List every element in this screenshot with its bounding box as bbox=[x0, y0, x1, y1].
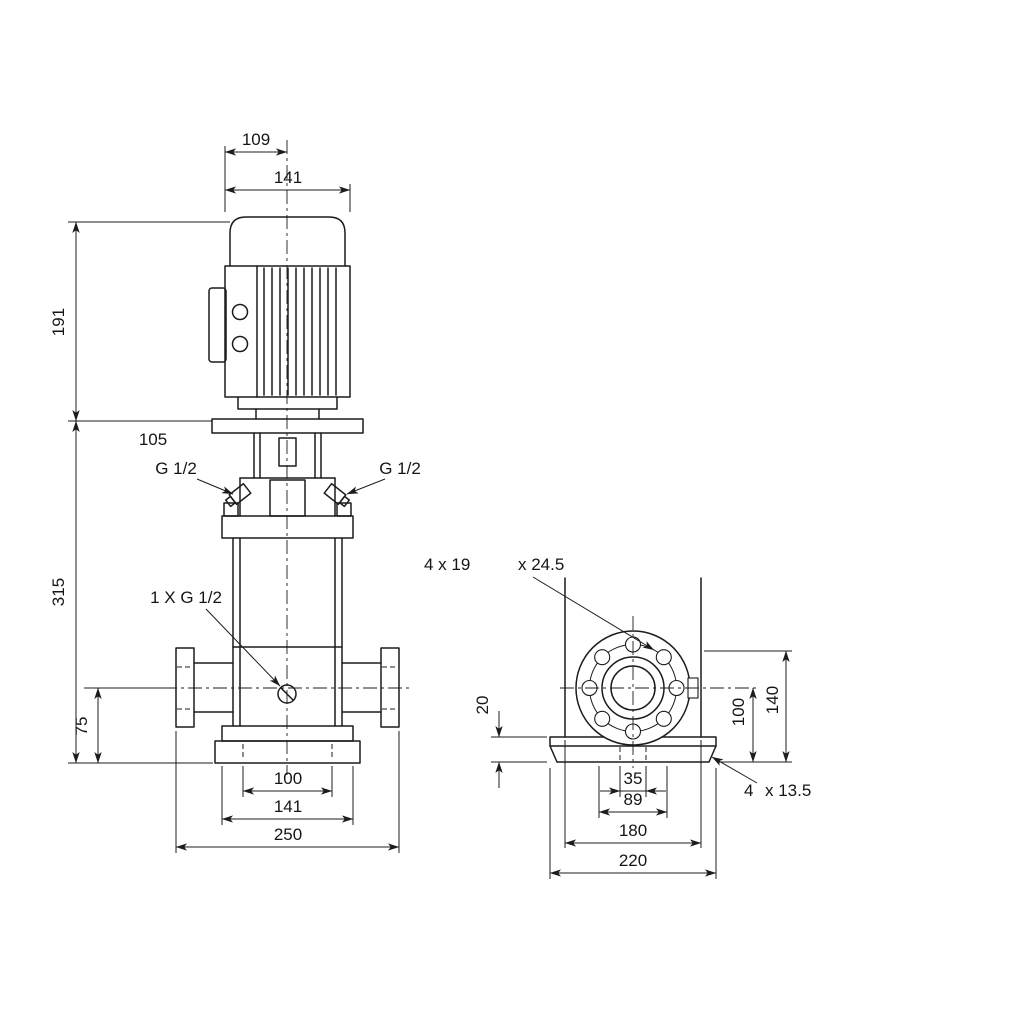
dim-89-label: 89 bbox=[624, 790, 643, 809]
dim-220-label: 220 bbox=[619, 851, 647, 870]
motor-mounting-flange bbox=[211, 418, 364, 434]
flange-plate-left bbox=[175, 647, 195, 728]
terminal-box bbox=[208, 287, 227, 363]
dim-89: 89 bbox=[598, 766, 668, 818]
front-view: 109 141 191 105 315 75 G 1/2 bbox=[49, 130, 421, 853]
motor bbox=[208, 216, 364, 434]
g-half-left-label: G 1/2 bbox=[155, 459, 197, 478]
dim-140: 140 bbox=[704, 650, 792, 763]
dim-140-label: 140 bbox=[763, 686, 782, 714]
drain-plug bbox=[277, 684, 297, 704]
suction-flange bbox=[175, 647, 234, 728]
dim-20: 20 bbox=[473, 696, 547, 788]
dim-191: 191 bbox=[49, 221, 230, 422]
motor-fins bbox=[263, 267, 337, 396]
base-holes-qty-label: 4 bbox=[744, 781, 753, 800]
side-view: 4 x 19 x 24.5 20 100 140 4 x 13.5 bbox=[424, 555, 811, 879]
dim-105-label: 105 bbox=[139, 430, 167, 449]
flange-plate-right bbox=[380, 647, 400, 728]
discharge-flange bbox=[341, 647, 400, 728]
label-g-half-right: G 1/2 bbox=[346, 459, 421, 495]
dim-105: 105 bbox=[139, 430, 167, 449]
dim-35-label: 35 bbox=[624, 769, 643, 788]
dim-100-bottom: 100 bbox=[242, 766, 333, 797]
dim-141-top-label: 141 bbox=[274, 168, 302, 187]
dim-180: 180 bbox=[564, 740, 702, 848]
label-drain: 1 X G 1/2 bbox=[150, 588, 281, 687]
base-flange bbox=[221, 725, 354, 742]
dim-220: 220 bbox=[549, 768, 717, 879]
pump-body-side bbox=[564, 577, 702, 738]
dim-250: 250 bbox=[175, 731, 400, 853]
dim-141-bottom: 141 bbox=[221, 766, 354, 825]
flange-holes-label: 4 x 19 bbox=[424, 555, 470, 574]
counterbore-label: x 24.5 bbox=[518, 555, 564, 574]
priming-port-boss bbox=[269, 479, 306, 517]
dim-75-label: 75 bbox=[72, 717, 91, 736]
base-holes-dia-label: x 13.5 bbox=[765, 781, 811, 800]
label-base-holes: 4 x 13.5 bbox=[711, 756, 811, 800]
label-g-half-left: G 1/2 bbox=[155, 459, 234, 495]
dim-141-bottom-label: 141 bbox=[274, 797, 302, 816]
cable-entry-hole bbox=[231, 335, 249, 353]
dim-180-label: 180 bbox=[619, 821, 647, 840]
motor-end-shield bbox=[237, 396, 338, 410]
flange-bolt-hole bbox=[655, 710, 672, 727]
chamber-sleeve bbox=[232, 537, 343, 727]
dim-141-top: 141 bbox=[224, 168, 351, 212]
mounting-flange-face bbox=[575, 630, 699, 746]
staybolt-nut-right bbox=[336, 502, 352, 517]
dim-315-label: 315 bbox=[49, 578, 68, 606]
g-half-right-label: G 1/2 bbox=[379, 459, 421, 478]
dim-75: 75 bbox=[72, 687, 170, 764]
base-plate-front bbox=[214, 740, 361, 764]
drain-label: 1 X G 1/2 bbox=[150, 588, 222, 607]
dim-100-bottom-label: 100 bbox=[274, 769, 302, 788]
cable-entry-hole bbox=[231, 303, 249, 321]
dim-35: 35 bbox=[600, 766, 666, 797]
shaft-coupling bbox=[278, 437, 297, 467]
dim-191-label: 191 bbox=[49, 308, 68, 336]
coupling-stool bbox=[253, 432, 322, 479]
staybolt-nut-left bbox=[223, 502, 239, 517]
dim-109: 109 bbox=[224, 130, 288, 212]
flange-bolt-hole bbox=[594, 649, 611, 666]
dim-100-right: 100 bbox=[718, 687, 792, 763]
motor-body bbox=[224, 265, 351, 398]
dim-315: 315 bbox=[49, 420, 213, 764]
dim-100-right-label: 100 bbox=[729, 698, 748, 726]
flange-bolt-hole bbox=[594, 710, 611, 727]
dim-250-label: 250 bbox=[274, 825, 302, 844]
dim-109-label: 109 bbox=[242, 130, 270, 149]
label-flange-holes: 4 x 19 x 24.5 bbox=[424, 555, 655, 651]
dim-20-label: 20 bbox=[473, 696, 492, 715]
head-flange-plate bbox=[221, 515, 354, 539]
pump-head bbox=[221, 477, 354, 539]
flange-bolt-hole bbox=[655, 649, 672, 666]
motor-fan-cover bbox=[229, 216, 346, 267]
